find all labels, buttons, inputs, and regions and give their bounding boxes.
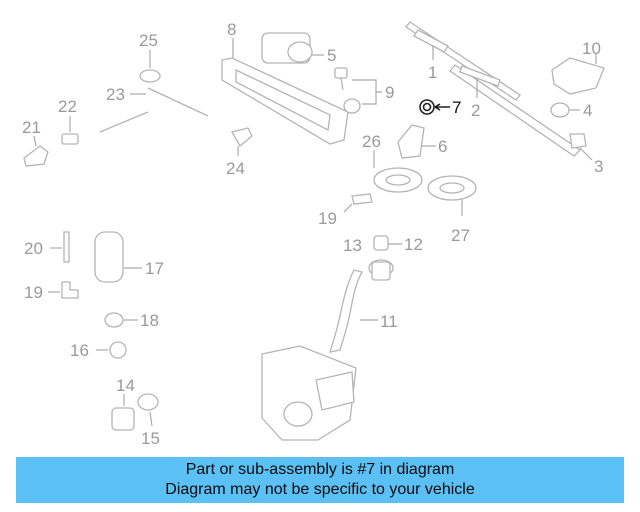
part-1-wiper-blade[interactable] — [405, 21, 521, 101]
part-12-filler-neck[interactable] — [368, 243, 402, 281]
label-12: 12 — [404, 235, 423, 254]
part-9-bolt-grommet[interactable] — [334, 67, 382, 114]
label-1: 1 — [428, 63, 437, 82]
parts-diagram: 1 2 3 4 5 6 7 8 — [22, 20, 605, 448]
part-27-cover[interactable] — [427, 175, 477, 216]
label-24: 24 — [226, 159, 245, 178]
label-8: 8 — [227, 20, 236, 39]
part-21-nozzle[interactable] — [23, 135, 49, 167]
label-6: 6 — [438, 137, 447, 156]
banner-line-1: Part or sub-assembly is #7 in diagram — [185, 461, 455, 478]
label-15: 15 — [141, 429, 160, 448]
label-4: 4 — [583, 101, 592, 120]
label-20: 20 — [24, 239, 43, 258]
banner-line-2: Diagram may not be specific to your vehi… — [165, 481, 475, 498]
label-18: 18 — [140, 311, 159, 330]
label-13: 13 — [343, 236, 362, 255]
part-5-wiper-motor[interactable] — [261, 32, 324, 64]
part-3-cap[interactable] — [569, 133, 593, 161]
label-17: 17 — [145, 259, 164, 278]
part-16-grommet[interactable] — [96, 341, 127, 359]
part-17-washer-pump[interactable] — [94, 231, 142, 283]
part-20-hose-piece[interactable] — [50, 231, 70, 263]
label-22: 22 — [58, 97, 77, 116]
part-26-cover[interactable] — [373, 150, 423, 193]
label-21: 21 — [22, 118, 41, 137]
part-4-cap[interactable] — [550, 102, 580, 118]
info-banner: Part or sub-assembly is #7 in diagram Di… — [16, 457, 624, 503]
part-19-connector-upper[interactable] — [343, 193, 373, 213]
label-9: 9 — [385, 83, 394, 102]
part-7-grommet-highlighted[interactable] — [419, 99, 450, 115]
part-19-connector-left[interactable] — [48, 281, 79, 299]
part-13-cap[interactable] — [373, 235, 389, 251]
part-25-cap[interactable] — [139, 50, 161, 83]
label-2: 2 — [471, 101, 480, 120]
washer-reservoir[interactable] — [261, 345, 357, 441]
label-26: 26 — [362, 132, 381, 151]
label-19-left: 19 — [24, 283, 43, 302]
label-19-upper: 19 — [318, 209, 337, 228]
label-23: 23 — [106, 85, 125, 104]
label-7: 7 — [452, 98, 461, 117]
part-22-valve[interactable] — [61, 116, 79, 145]
part-24-connector[interactable] — [231, 127, 253, 156]
part-2-wiper-arm[interactable] — [449, 64, 582, 157]
part-6-bracket[interactable] — [397, 124, 436, 159]
label-14: 14 — [116, 376, 135, 395]
label-11: 11 — [380, 312, 398, 331]
label-16: 16 — [70, 341, 89, 360]
part-15-seal[interactable] — [137, 393, 159, 427]
part-14-pump[interactable] — [111, 394, 135, 431]
part-18-grommet[interactable] — [104, 312, 138, 328]
part-8-wiper-linkage[interactable] — [221, 38, 349, 145]
label-10: 10 — [582, 39, 601, 58]
label-25: 25 — [139, 31, 158, 50]
part-23-rod[interactable] — [99, 87, 209, 133]
part-10-cover[interactable] — [551, 54, 605, 95]
label-3: 3 — [594, 157, 603, 176]
label-27: 27 — [451, 226, 470, 245]
label-5: 5 — [327, 46, 336, 65]
part-11-hose[interactable] — [329, 269, 378, 353]
